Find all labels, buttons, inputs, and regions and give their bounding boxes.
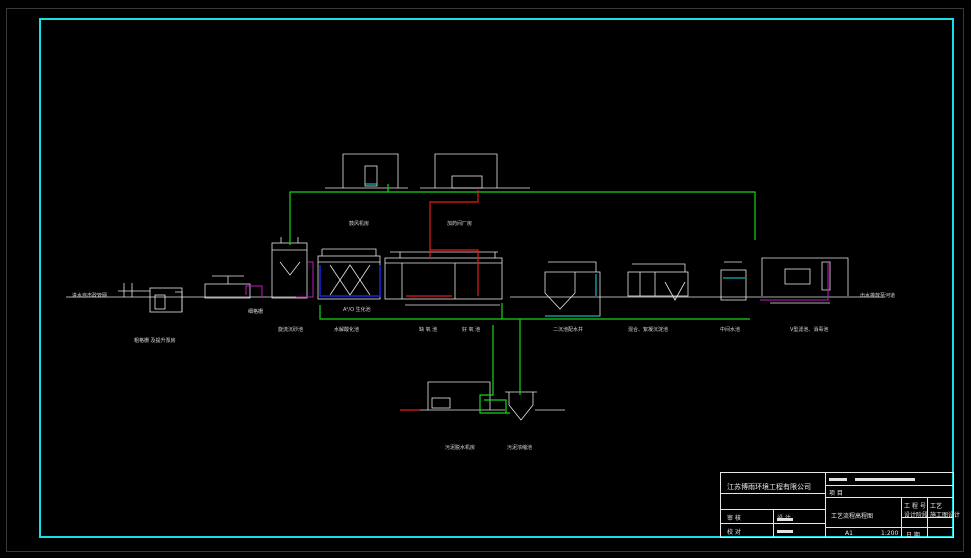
tb-title: 工艺流程高程图 [831, 513, 874, 520]
label-fine-screen: 细格栅 [248, 309, 264, 315]
tb-sheet: A1 [845, 530, 853, 537]
tb-scale: 1:200 [881, 530, 899, 537]
tb-field-bar [777, 518, 793, 521]
tb-field-bar [777, 530, 793, 533]
air-pipes [319, 265, 381, 297]
chem-pipes [245, 261, 829, 301]
hydrolysis-tank-unit [317, 248, 381, 300]
a2o-tank-unit [384, 251, 503, 306]
label-thickener: 污泥浓缩池 [507, 445, 533, 451]
label-grit-chamber: 旋流沉砂池 [278, 327, 304, 333]
process-details [365, 183, 745, 317]
label-dosing: 加药间厂房 [447, 221, 473, 227]
secondary-clarifier-unit [544, 261, 601, 317]
tb-date: 日 期 [906, 532, 920, 539]
label-intermediate: 中间水池 [720, 327, 741, 333]
blower-house-unit [325, 153, 408, 189]
tb-drawing-no: 工 程 号 [904, 503, 926, 510]
label-vfilter: V型滤池、消毒池 [790, 327, 829, 333]
tb-stage: 施工图设计 [930, 512, 961, 519]
label-clarifier: 二沉池配水井 [553, 327, 584, 333]
label-inlet: 进水自市政管网 [72, 293, 108, 299]
water-pipes [289, 184, 756, 414]
sedimentation-unit [627, 263, 689, 301]
tb-check: 校 对 [727, 529, 741, 536]
thickener-unit [505, 391, 565, 421]
label-blower: 鼓风机房 [349, 221, 370, 227]
drawing-border-outer [6, 8, 964, 552]
label-dewatering: 污泥脱水机房 [445, 445, 476, 451]
drawing-border-inner [39, 18, 954, 538]
tb-field-bar [829, 478, 847, 481]
tb-discipline: 工艺 [930, 503, 943, 510]
label-hydrolysis: 水解酸化池 [334, 327, 360, 333]
dewatering-house-unit [415, 381, 505, 411]
title-block: 江苏博雨环境工程有限公司 审 核 校 对 设 计 项 目 工艺流程高程图 工 程… [720, 472, 960, 539]
label-outlet: 出水排放至河道 [860, 293, 896, 299]
label-sedimentation: 混合、絮凝沉淀池 [628, 327, 669, 333]
tb-approve: 审 核 [727, 515, 741, 522]
tb-company: 江苏博雨环境工程有限公司 [727, 483, 811, 491]
tb-phase: 设计阶段 [904, 512, 929, 519]
sludge-pipes [400, 190, 479, 411]
dosing-house-unit [420, 153, 530, 189]
label-coarse-screen: 粗格栅 及提升泵房 [134, 338, 176, 344]
coarse-screen-unit [118, 283, 183, 313]
label-oxic: 好 氧 池 [462, 327, 481, 333]
label-anoxic: 缺 氧 池 [419, 327, 438, 333]
v-filter-unit [761, 257, 849, 304]
fine-screen-unit [204, 275, 251, 299]
tb-field-bar [855, 478, 915, 481]
tb-project: 项 目 [829, 490, 843, 497]
grit-chamber-unit [271, 237, 308, 299]
label-a2o: A²/O 生化池 [343, 307, 371, 313]
intermediate-tank-unit [720, 261, 747, 301]
